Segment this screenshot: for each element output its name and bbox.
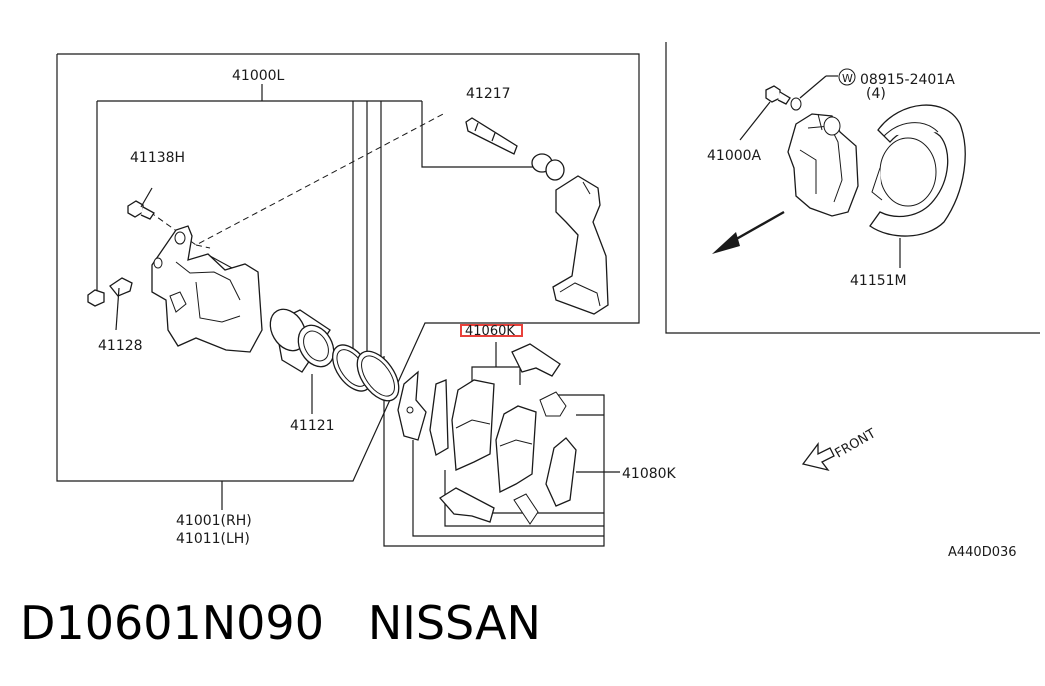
- label-08915-2401a: 08915-2401A: [860, 72, 955, 88]
- footer-part-number: D10601N090 NISSAN: [20, 596, 541, 650]
- footer-spacer: [324, 596, 368, 650]
- washer-marker-text: W: [842, 72, 853, 85]
- label-41001-rh: 41001(RH): [176, 513, 252, 529]
- brake-pad-inner: [495, 405, 537, 494]
- pad-wear-indicator: [513, 391, 567, 525]
- label-bolt-qty: (4): [866, 86, 886, 102]
- torque-member: [552, 175, 609, 315]
- bolt-41138h: [127, 187, 155, 220]
- piston-41121: [269, 308, 335, 414]
- pad-clip-lower: [439, 487, 495, 523]
- pad-kit-frame: [383, 342, 620, 547]
- front-arrow: FRONT: [801, 426, 879, 472]
- bleeder-41128: [87, 277, 133, 331]
- assembly-guide-dashed-2: [195, 244, 211, 249]
- inset-frame: [665, 42, 1040, 334]
- inset-bolt-41000a: [739, 85, 791, 141]
- washer-marker: W: [838, 68, 856, 86]
- label-41060k: 41060K: [465, 324, 515, 339]
- label-41138h: 41138H: [130, 150, 185, 166]
- brake-pad-outer: [451, 379, 495, 471]
- part-number: D10601N090: [20, 596, 324, 650]
- caliper-assembly-frame: [56, 53, 640, 482]
- caliper-assy-leader: [96, 84, 548, 356]
- baffle-plate: [869, 104, 966, 268]
- label-41000l: 41000L: [232, 68, 285, 84]
- caliper-body: [151, 225, 263, 353]
- label-41121: 41121: [290, 418, 335, 434]
- guide-pin-41217: [465, 117, 518, 155]
- brand-name: NISSAN: [367, 596, 541, 650]
- highlight-box: [460, 324, 523, 337]
- shim-right: [545, 437, 577, 507]
- label-41128: 41128: [98, 338, 143, 354]
- label-41217: 41217: [466, 86, 511, 102]
- pad-shim-outer: [397, 370, 427, 441]
- pin-boot: [531, 153, 565, 181]
- label-41000a: 41000A: [707, 148, 762, 164]
- diagram-code: A440D036: [948, 545, 1017, 560]
- pad-clip-upper: [511, 343, 561, 377]
- inset-caliper: [787, 113, 859, 217]
- label-41011-lh: 41011(LH): [176, 531, 250, 547]
- dust-boot: [356, 350, 400, 402]
- assembly-guide-dashed: [149, 112, 446, 246]
- front-arrow-label: FRONT: [833, 426, 879, 461]
- pad-shim-inner: [429, 379, 449, 457]
- inset-washer: [790, 75, 838, 111]
- label-41080k: 41080K: [622, 466, 677, 482]
- direction-arrow: [712, 210, 785, 254]
- label-41151m: 41151M: [850, 273, 907, 289]
